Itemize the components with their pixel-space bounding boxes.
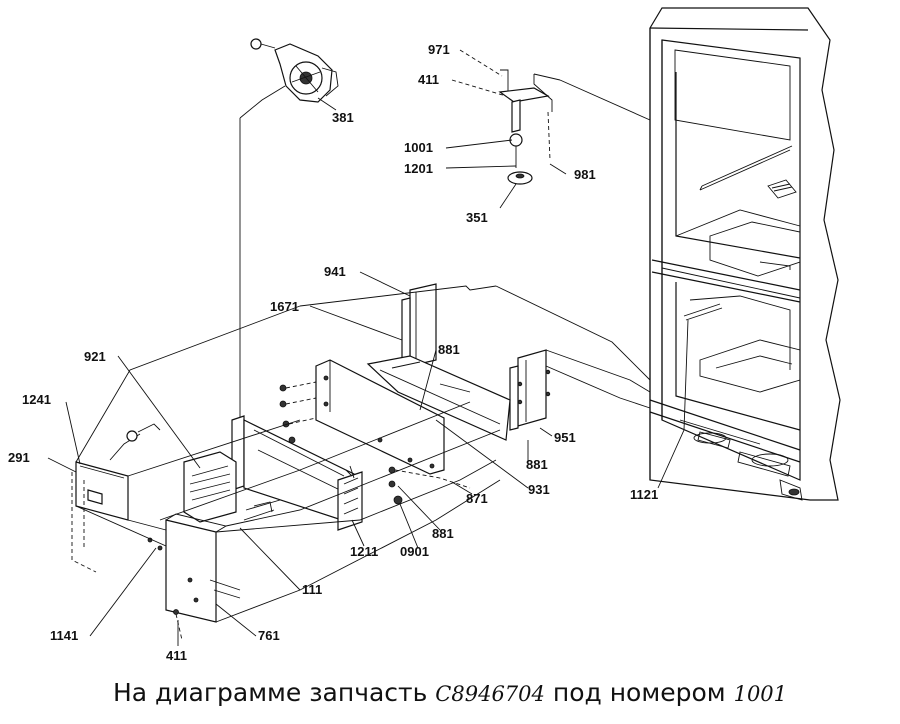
refrigerator-cabinet [649, 7, 841, 501]
part-labels: 971 411 381 1001 1201 981 351 941 1671 9… [8, 42, 658, 663]
label-881-top: 881 [438, 342, 460, 357]
caption-middle: под номером [552, 678, 726, 707]
caption-prefix: На диаграмме запчасть [112, 678, 428, 707]
label-981: 981 [574, 167, 596, 182]
caption-part-number: 1001 [733, 682, 788, 706]
screw-group-left [279, 381, 317, 444]
caption-part-code: C8946704 [435, 682, 545, 706]
label-971: 971 [428, 42, 450, 57]
evaporator-cover-931 [366, 355, 511, 441]
rear-panel-871 [279, 359, 471, 505]
duct-panels [299, 283, 651, 431]
label-0901: 0901 [400, 544, 429, 559]
label-1241: 1241 [22, 392, 51, 407]
label-941: 941 [324, 264, 346, 279]
label-881-low: 881 [432, 526, 454, 541]
label-931: 931 [528, 482, 550, 497]
label-761: 761 [258, 628, 280, 643]
leader-lines [47, 49, 689, 646]
label-951: 951 [554, 430, 576, 445]
label-1141: 1141 [50, 628, 78, 643]
front-panels [71, 305, 501, 641]
label-291: 291 [8, 450, 30, 465]
label-1671: 1671 [270, 299, 299, 314]
label-921: 921 [84, 349, 106, 364]
label-111: 111 [302, 582, 322, 597]
label-411-top: 411 [418, 72, 439, 87]
label-381: 381 [332, 110, 354, 125]
label-351: 351 [466, 210, 488, 225]
label-881-mid: 881 [526, 457, 548, 472]
label-871: 871 [466, 491, 488, 506]
damper-assembly [498, 69, 651, 185]
label-1201: 1201 [404, 161, 433, 176]
control-board-1211 [337, 465, 363, 531]
caption: На диаграмме запчасть C8946704 под номер… [0, 678, 900, 707]
shroud-921 [183, 415, 355, 525]
label-411-bottom: 411 [166, 648, 187, 663]
label-1211: 1211 [350, 544, 378, 559]
label-1001: 1001 [404, 140, 433, 155]
fan-motor-381 [239, 38, 339, 440]
label-1121: 1121 [630, 487, 658, 502]
